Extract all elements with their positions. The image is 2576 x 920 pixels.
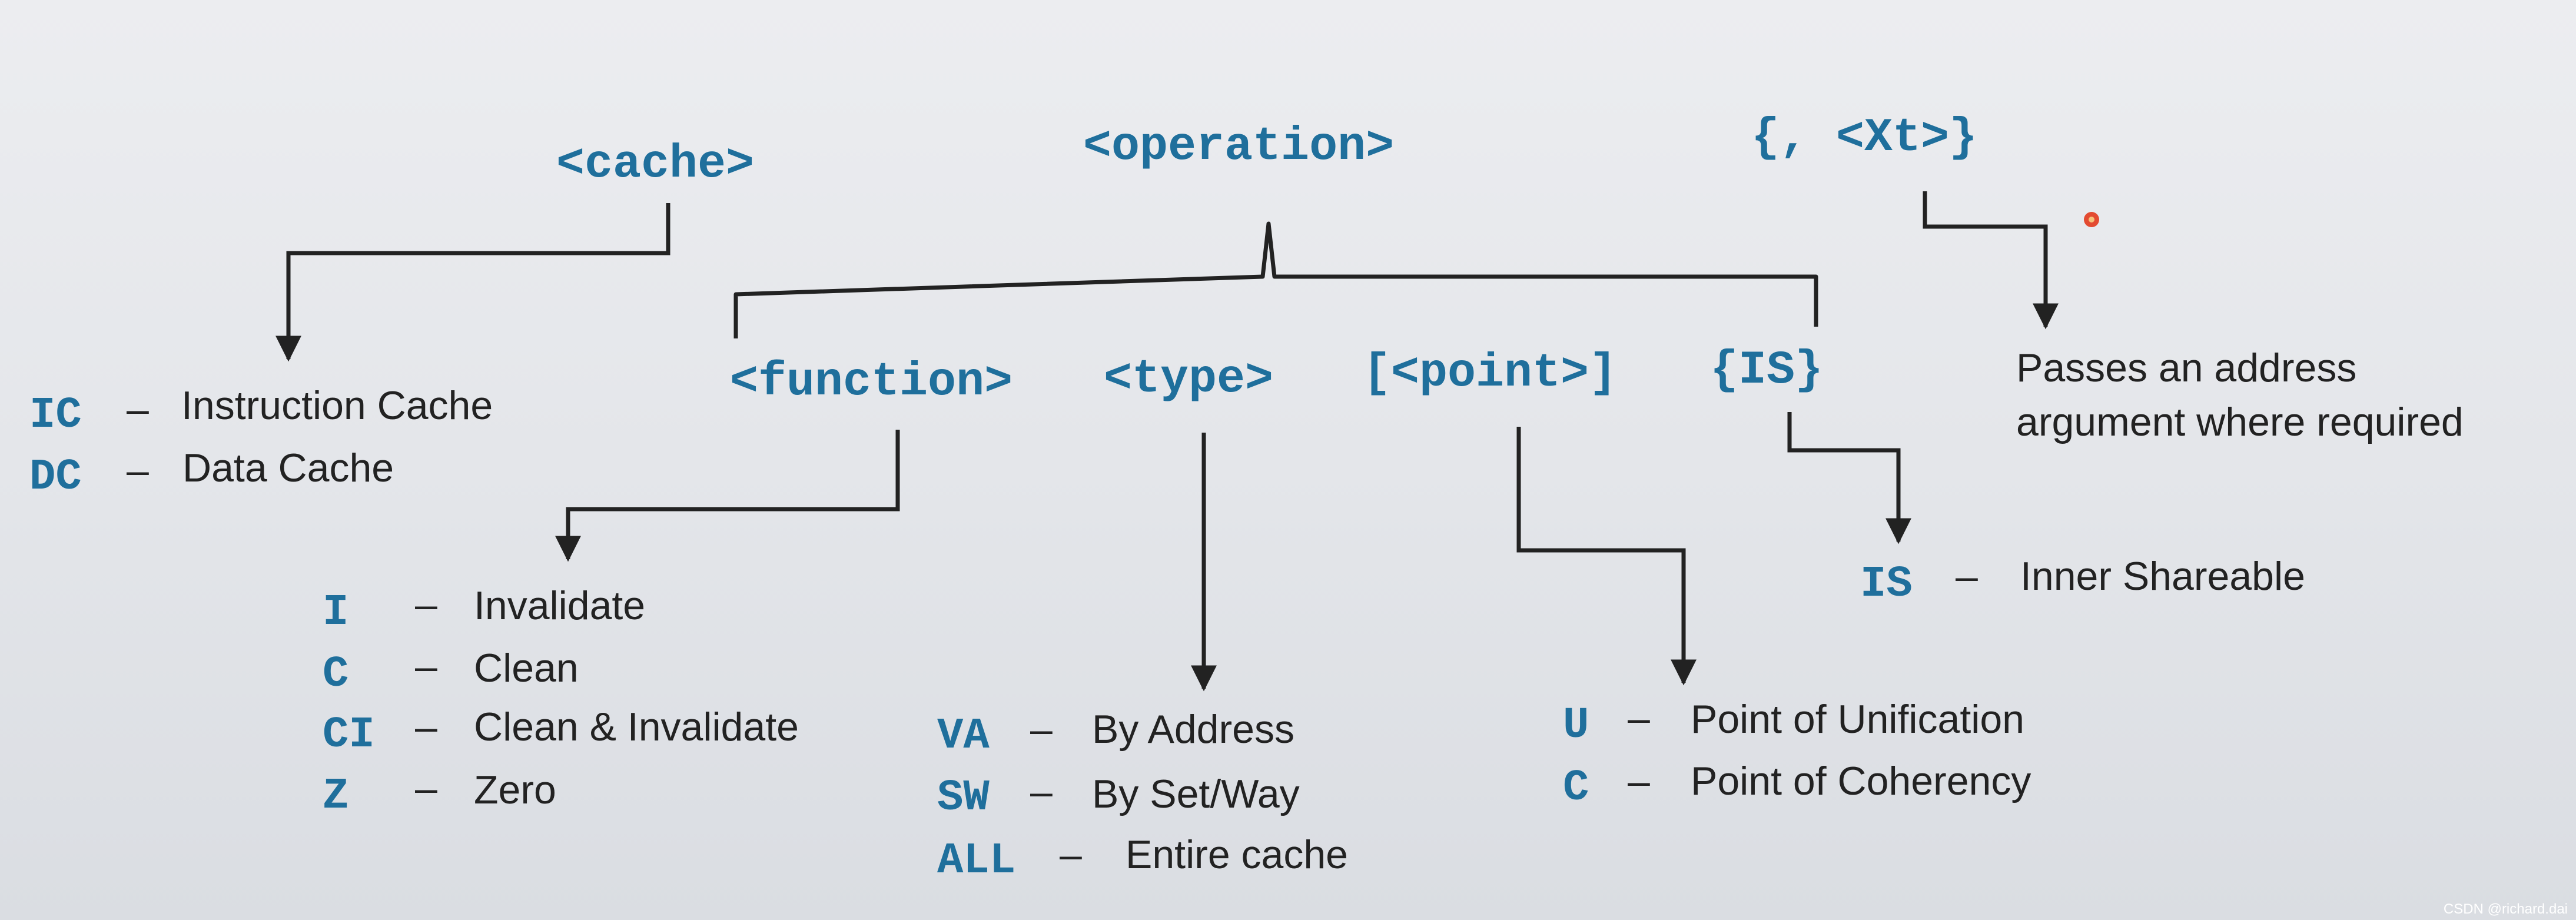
function-options: I – Invalidate C – Clean CI – Clean & In…	[323, 582, 799, 821]
xt-token: {, <Xt>}	[1751, 111, 1977, 165]
list-item: IS – Inner Shareable	[1860, 554, 2305, 609]
option-code: C	[1563, 763, 1589, 813]
option-dash: –	[127, 448, 149, 493]
list-item: C – Clean	[323, 644, 579, 699]
option-desc: Inner Shareable	[2020, 554, 2305, 599]
list-item: C – Point of Coherency	[1563, 759, 2031, 813]
list-item: I – Invalidate	[323, 582, 645, 637]
list-item: Z – Zero	[323, 766, 556, 821]
option-code: DC	[29, 453, 82, 502]
option-desc: Zero	[474, 768, 556, 812]
option-code: IC	[29, 391, 82, 440]
option-dash: –	[415, 582, 437, 627]
option-desc: Invalidate	[474, 583, 645, 628]
option-desc: Clean	[474, 646, 579, 690]
option-dash: –	[415, 705, 437, 749]
list-item: VA – By Address	[937, 707, 1294, 761]
option-dash: –	[1030, 769, 1053, 814]
xt-description-line2: argument where required	[2016, 400, 2464, 444]
option-dash: –	[1628, 696, 1650, 740]
option-dash: –	[415, 644, 437, 689]
watermark: CSDN @richard.dai	[2444, 901, 2568, 917]
option-desc: Entire cache	[1126, 832, 1348, 877]
point-options: U – Point of Unification C – Point of Co…	[1563, 696, 2031, 813]
option-desc: Clean & Invalidate	[474, 705, 799, 749]
option-code: ALL	[937, 836, 1015, 886]
option-dash: –	[127, 387, 149, 431]
option-dash: –	[1628, 759, 1650, 803]
function-arrow	[555, 430, 900, 562]
list-item: SW – By Set/Way	[937, 769, 1300, 823]
marker-dot-center	[2089, 217, 2094, 222]
option-dash: –	[1030, 707, 1053, 752]
option-code: C	[323, 650, 348, 699]
point-token: [<point>]	[1363, 347, 1617, 400]
list-item: ALL – Entire cache	[937, 832, 1348, 886]
xt-arrow	[1923, 191, 2059, 330]
list-item: CI – Clean & Invalidate	[323, 705, 799, 760]
option-desc: Point of Unification	[1691, 697, 2024, 742]
type-token: <type>	[1104, 353, 1273, 406]
option-code: I	[323, 588, 348, 637]
point-arrow	[1516, 427, 1697, 686]
option-desc: Instruction Cache	[181, 383, 493, 428]
cache-options: IC – Instruction Cache DC – Data Cache	[29, 383, 493, 502]
option-dash: –	[1060, 832, 1082, 877]
option-desc: Point of Coherency	[1691, 759, 2031, 803]
option-code: CI	[323, 710, 375, 760]
is-options: IS – Inner Shareable	[1860, 554, 2305, 609]
list-item: U – Point of Unification	[1563, 696, 2024, 750]
option-dash: –	[415, 766, 437, 811]
option-code: VA	[937, 712, 990, 761]
option-code: SW	[937, 773, 990, 823]
operation-brace	[733, 221, 1818, 338]
option-desc: By Set/Way	[1092, 772, 1300, 816]
is-arrow	[1787, 412, 1911, 544]
list-item: DC – Data Cache	[29, 446, 394, 502]
option-code: Z	[323, 772, 348, 821]
function-token: <function>	[730, 356, 1013, 409]
cache-arrow	[275, 203, 670, 362]
option-desc: By Address	[1092, 707, 1294, 752]
operation-token: <operation>	[1083, 120, 1394, 174]
option-code: U	[1563, 701, 1589, 750]
xt-description-line1: Passes an address	[2016, 346, 2356, 390]
is-token: {IS}	[1710, 344, 1823, 397]
option-desc: Data Cache	[182, 446, 394, 490]
cache-token: <cache>	[556, 138, 754, 191]
option-dash: –	[1956, 554, 1978, 599]
option-code: IS	[1860, 560, 1913, 609]
type-options: VA – By Address SW – By Set/Way ALL – En…	[937, 707, 1348, 886]
list-item: IC – Instruction Cache	[29, 383, 493, 440]
